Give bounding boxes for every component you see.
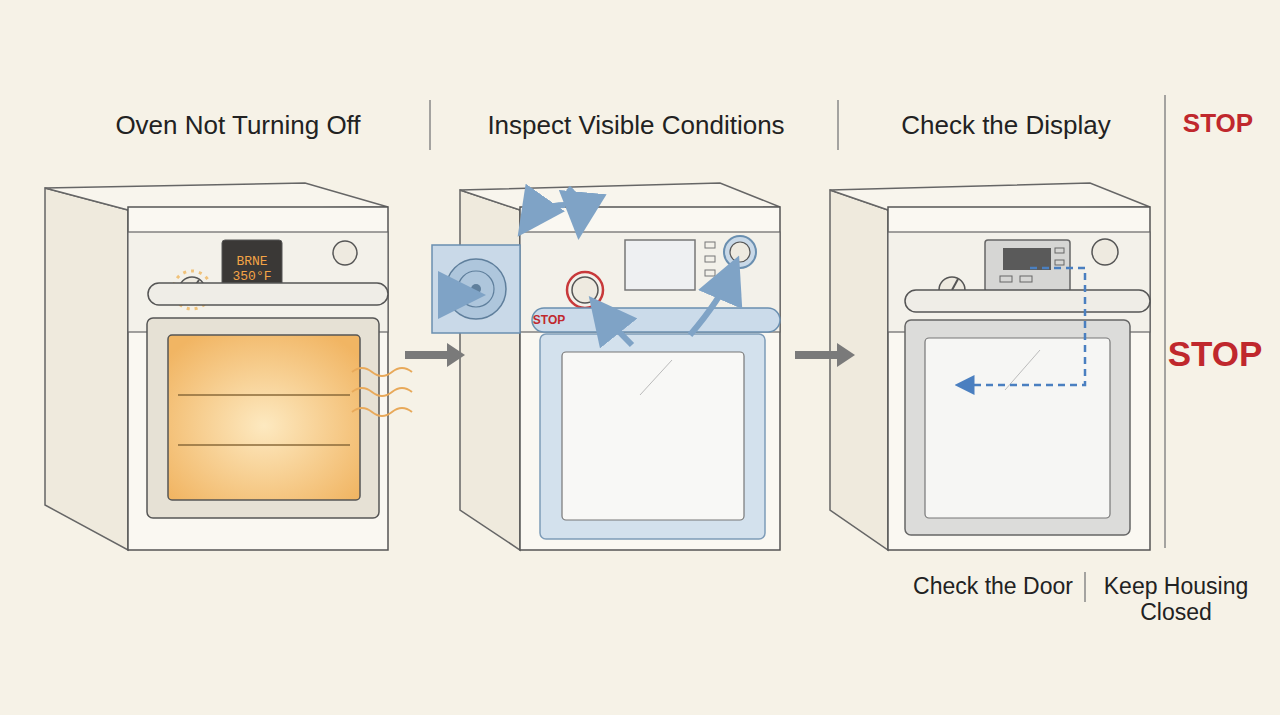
step-note: Keep Housing Closed	[1091, 573, 1261, 626]
knob-highlight	[567, 272, 603, 308]
oven-rack	[178, 444, 350, 446]
display-readout: BRNE 350°F	[222, 240, 282, 297]
panel-button	[1055, 260, 1064, 265]
divider-line	[1164, 95, 1166, 548]
oven-display: BRNE 350°F	[222, 240, 282, 297]
panel-button	[1000, 276, 1012, 282]
panel-button	[705, 270, 715, 276]
oven-front	[520, 207, 780, 550]
oven-side	[830, 190, 888, 550]
check-path	[962, 268, 1085, 385]
control-panel	[520, 232, 780, 332]
flow-arrow	[795, 343, 855, 367]
door-handle	[148, 283, 388, 305]
heat-wave	[352, 368, 412, 376]
flow-arrow	[405, 343, 465, 367]
divider-line	[1084, 572, 1086, 602]
divider-line	[837, 100, 839, 150]
panel-button	[1055, 248, 1064, 253]
airflow-arrow	[568, 188, 580, 222]
oven-knob	[730, 242, 750, 262]
airflow-arrow	[440, 292, 468, 298]
arrow-head	[447, 343, 465, 367]
oven-top	[830, 183, 1150, 210]
display-screen	[1003, 248, 1051, 270]
panel-button	[705, 242, 715, 248]
oven-window	[925, 338, 1110, 518]
stop-label: STOP	[1183, 109, 1253, 139]
step-note: Check the Door	[913, 573, 1073, 599]
glass-glint	[640, 360, 672, 395]
control-panel	[128, 232, 388, 332]
oven-step: Inspect Visible Conditions	[465, 185, 795, 525]
oven-window	[562, 352, 744, 520]
check-arrow	[690, 272, 732, 335]
step-heading: Check the Display	[901, 109, 1111, 141]
oven-door	[540, 334, 765, 539]
vent-fan	[446, 259, 506, 319]
step-heading: Oven Not Turning Off	[115, 109, 360, 141]
oven-knob	[333, 241, 357, 265]
stop-label: STOP	[1168, 334, 1263, 374]
oven-knob	[572, 277, 598, 303]
oven-step: Check the Display	[855, 185, 1160, 525]
display-panel	[985, 240, 1070, 292]
heat-wave	[352, 388, 412, 396]
panel-button	[1020, 276, 1032, 282]
check-arrow	[600, 310, 632, 345]
panel-button	[705, 256, 715, 262]
oven-front	[888, 207, 1150, 550]
oven-top	[45, 183, 388, 210]
stop-label: STOP	[533, 314, 565, 328]
divider-line	[429, 100, 431, 150]
oven-front	[128, 207, 388, 550]
oven-rack	[178, 394, 350, 396]
heat-wave	[352, 408, 412, 416]
knob-pointer	[952, 279, 958, 290]
arrow-shaft	[405, 351, 449, 359]
oven-knob	[1092, 239, 1118, 265]
arrow-head	[837, 343, 855, 367]
control-panel	[888, 232, 1150, 332]
oven-side	[45, 188, 128, 550]
oven-knob	[724, 236, 756, 268]
fan-hub	[471, 284, 481, 294]
arrow-shaft	[795, 351, 839, 359]
oven-top	[460, 183, 780, 210]
oven-side	[460, 190, 520, 550]
door-handle	[905, 290, 1150, 312]
vent-fan-box	[432, 245, 520, 333]
oven-step: Oven Not Turning OffBRNE 350°F	[40, 185, 405, 525]
door-handle	[532, 308, 780, 332]
airflow-arrow	[528, 205, 565, 222]
oven-door	[905, 320, 1130, 535]
display-text: BRNE 350°F	[224, 254, 280, 284]
vent-fan	[458, 271, 494, 307]
step-heading: Inspect Visible Conditions	[487, 109, 784, 141]
glowing-window	[168, 335, 360, 500]
oven-door	[147, 318, 379, 518]
display-screen	[625, 240, 695, 290]
